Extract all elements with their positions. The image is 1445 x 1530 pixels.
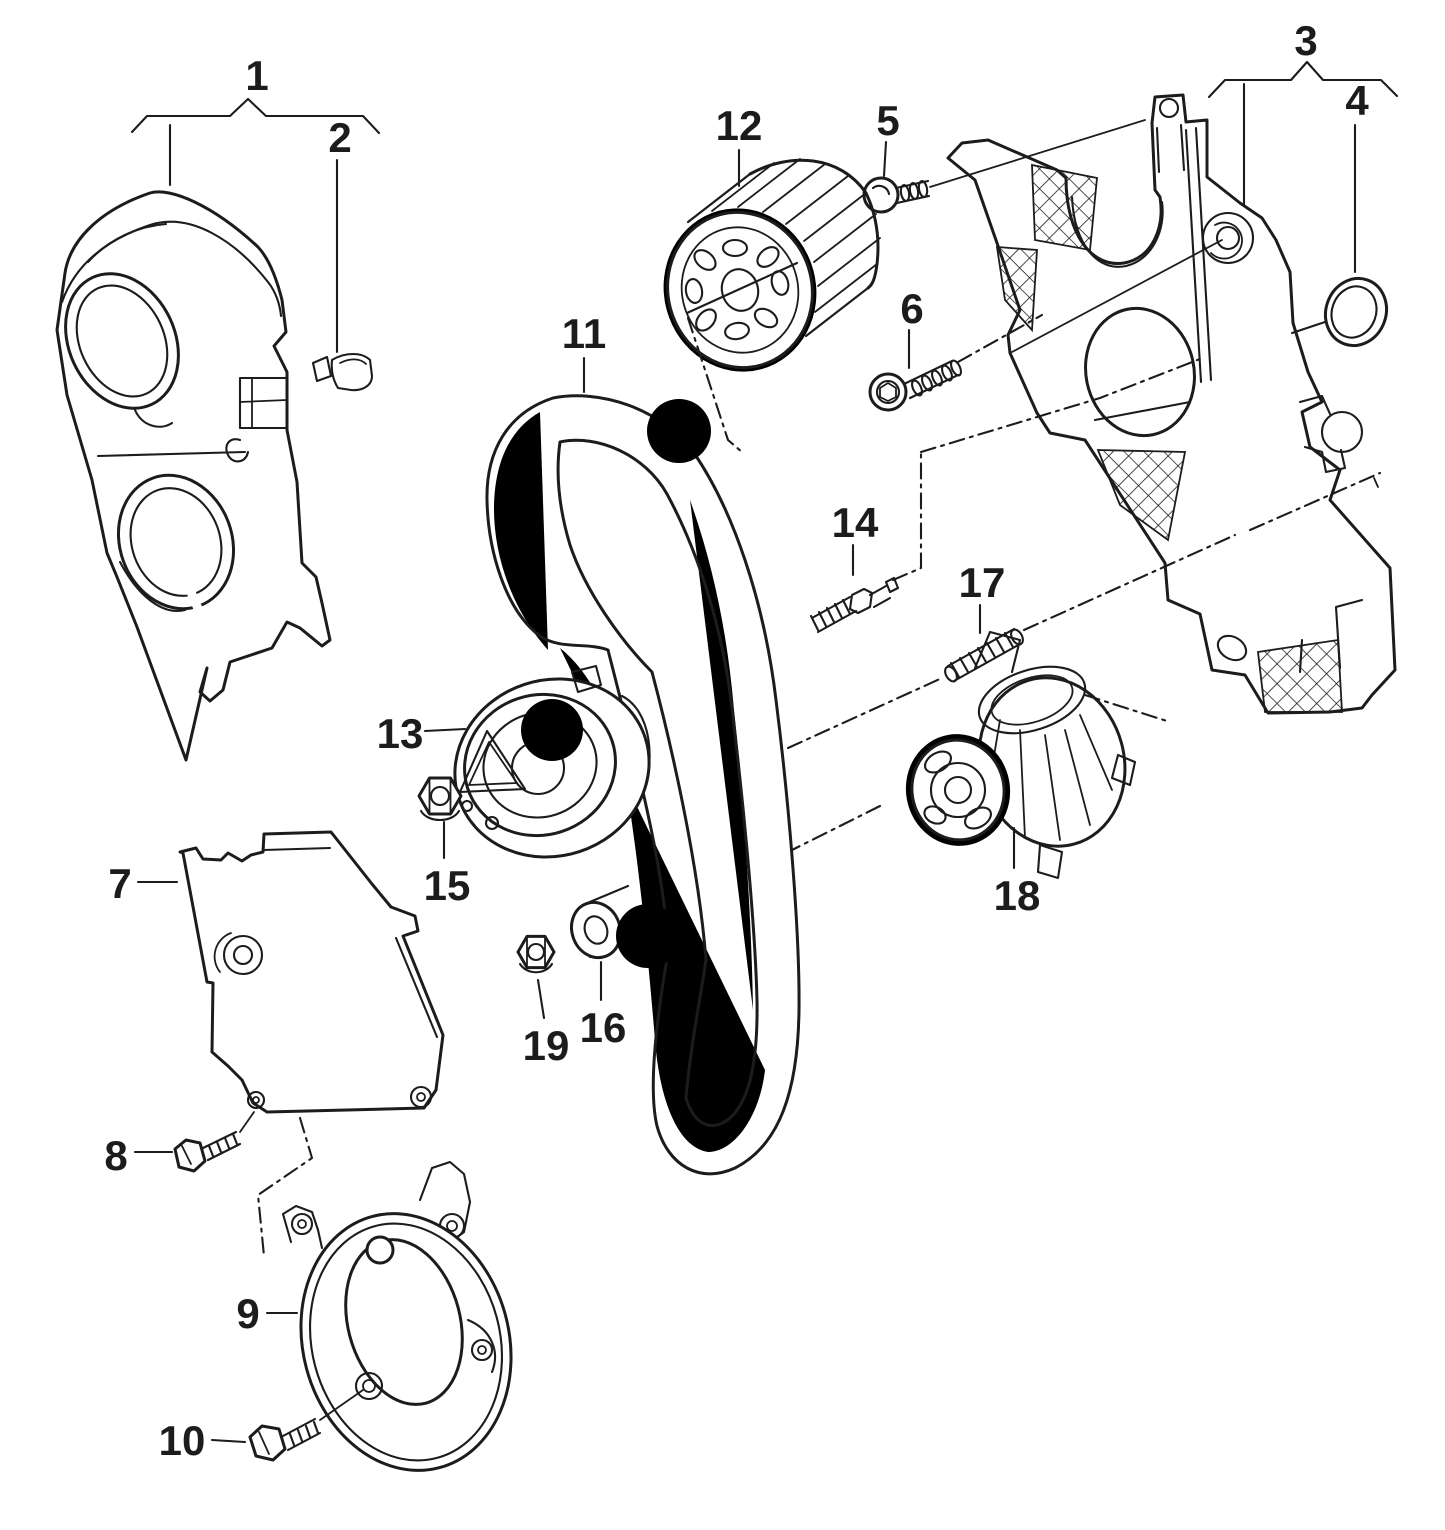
- marker-dot-tensioner: [521, 699, 583, 761]
- lower-timing-cover-drawing: [281, 1160, 513, 1472]
- callout-label-9[interactable]: 9: [236, 1290, 259, 1337]
- callout-label-18[interactable]: 18: [994, 872, 1041, 919]
- callout-leader-5: [882, 140, 888, 178]
- sealing-plug-drawing: [1290, 276, 1388, 348]
- nut19-drawing: [516, 934, 556, 974]
- idler-roller-drawing: [569, 884, 636, 960]
- callout-label-8[interactable]: 8: [104, 1132, 127, 1179]
- retaining-clip-drawing: [311, 352, 374, 392]
- callout-label-7[interactable]: 7: [108, 860, 131, 907]
- callout-label-19[interactable]: 19: [523, 1022, 570, 1069]
- timing-belt-drawing: [485, 394, 801, 1176]
- callout-label-3[interactable]: 3: [1294, 17, 1317, 64]
- bolt5-drawing: [862, 119, 1146, 214]
- callout-label-6[interactable]: 6: [900, 285, 923, 332]
- callout-label-10[interactable]: 10: [159, 1417, 206, 1464]
- marker-dot-idler: [616, 904, 680, 968]
- center-timing-cover-drawing: [178, 830, 445, 1114]
- callout-label-16[interactable]: 16: [580, 1004, 627, 1051]
- callout-label-1[interactable]: 1: [245, 52, 268, 99]
- rear-timing-cover-drawing: [946, 93, 1397, 715]
- callout-label-12[interactable]: 12: [716, 102, 763, 149]
- callout-label-11[interactable]: 11: [562, 310, 606, 357]
- callout-label-15[interactable]: 15: [424, 862, 471, 909]
- stud14-drawing: [809, 576, 900, 634]
- callout-label-4[interactable]: 4: [1345, 77, 1369, 124]
- camshaft-sprocket-drawing: [663, 158, 881, 372]
- nut15-drawing: [417, 776, 463, 822]
- marker-dot-belt-top: [647, 399, 711, 463]
- callout-label-14[interactable]: 14: [832, 499, 879, 546]
- callout-leader-19: [536, 978, 546, 1020]
- bolt10-drawing: [248, 1389, 364, 1462]
- upper-timing-cover-drawing: [55, 190, 332, 762]
- stud17-drawing: [944, 627, 1024, 683]
- callout-label-17[interactable]: 17: [959, 559, 1006, 606]
- marker-dots: [521, 399, 711, 968]
- bracket-assembly-1: [130, 97, 381, 135]
- bracket-assembly-3: [1207, 60, 1399, 99]
- callout-label-2[interactable]: 2: [328, 114, 351, 161]
- callout-label-5[interactable]: 5: [876, 97, 899, 144]
- construction-lines: [256, 313, 1382, 1258]
- callout-leader-10: [210, 1438, 247, 1444]
- callout-leader-13: [423, 727, 467, 733]
- callout-label-13[interactable]: 13: [377, 710, 424, 757]
- callouts: 1 2 3 4 5 6 7 8 9 10 11 12 13 14 15 16: [104, 17, 1399, 1464]
- tensioner-pulley-drawing: [453, 664, 651, 859]
- bolt6-drawing: [868, 359, 963, 412]
- water-pump-drawing: [905, 630, 1137, 880]
- bolt8-drawing: [173, 1111, 255, 1173]
